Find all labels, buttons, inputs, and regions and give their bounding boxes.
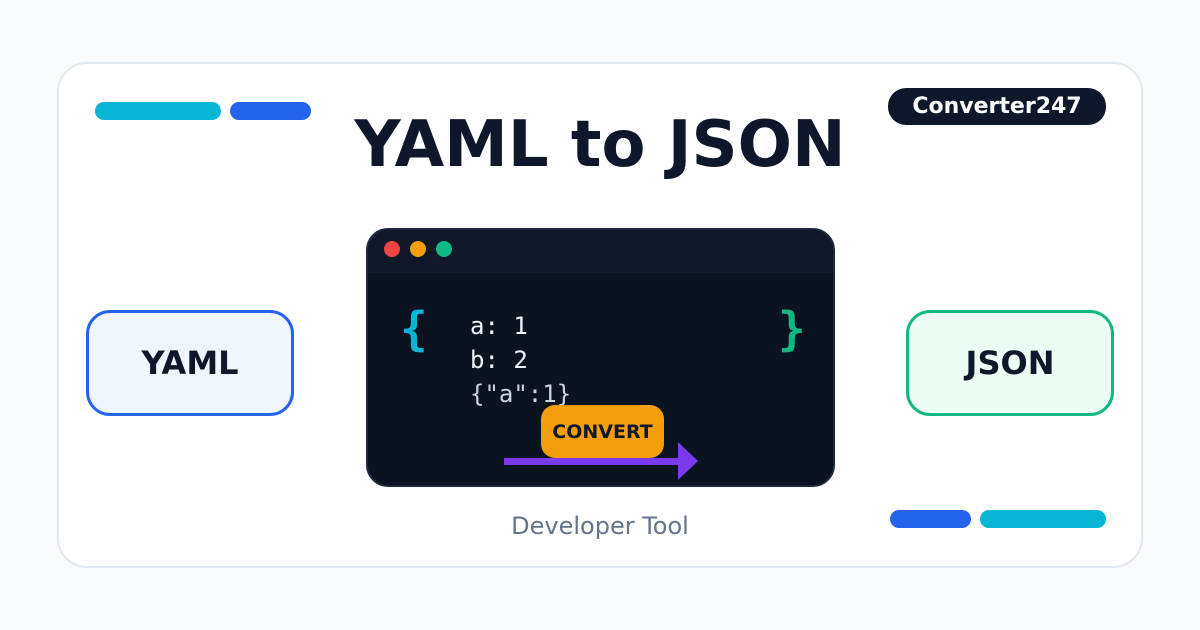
decor-pill-cyan <box>95 102 221 120</box>
brand-badge: Converter247 <box>888 88 1106 125</box>
code-line: b: 2 <box>470 346 528 374</box>
maximize-dot-icon <box>436 241 452 257</box>
subtitle: Developer Tool <box>511 512 689 540</box>
code-line: a: 1 <box>470 312 528 340</box>
page-title: YAML to JSON <box>354 108 846 182</box>
code-line: {"a":1} <box>470 380 572 408</box>
open-brace-icon: { <box>400 302 428 356</box>
window-titlebar <box>368 230 833 273</box>
close-brace-icon: } <box>778 302 806 356</box>
code-window: { } a: 1 b: 2 {"a":1} CONVERT <box>366 228 835 487</box>
json-box: JSON <box>906 310 1114 416</box>
convert-button[interactable]: CONVERT <box>541 405 664 458</box>
minimize-dot-icon <box>410 241 426 257</box>
decor-pill-cyan <box>980 510 1106 528</box>
yaml-box: YAML <box>86 310 294 416</box>
close-dot-icon <box>384 241 400 257</box>
decor-pill-blue <box>890 510 971 528</box>
decor-pill-blue <box>230 102 311 120</box>
arrow-right-icon <box>504 442 698 480</box>
